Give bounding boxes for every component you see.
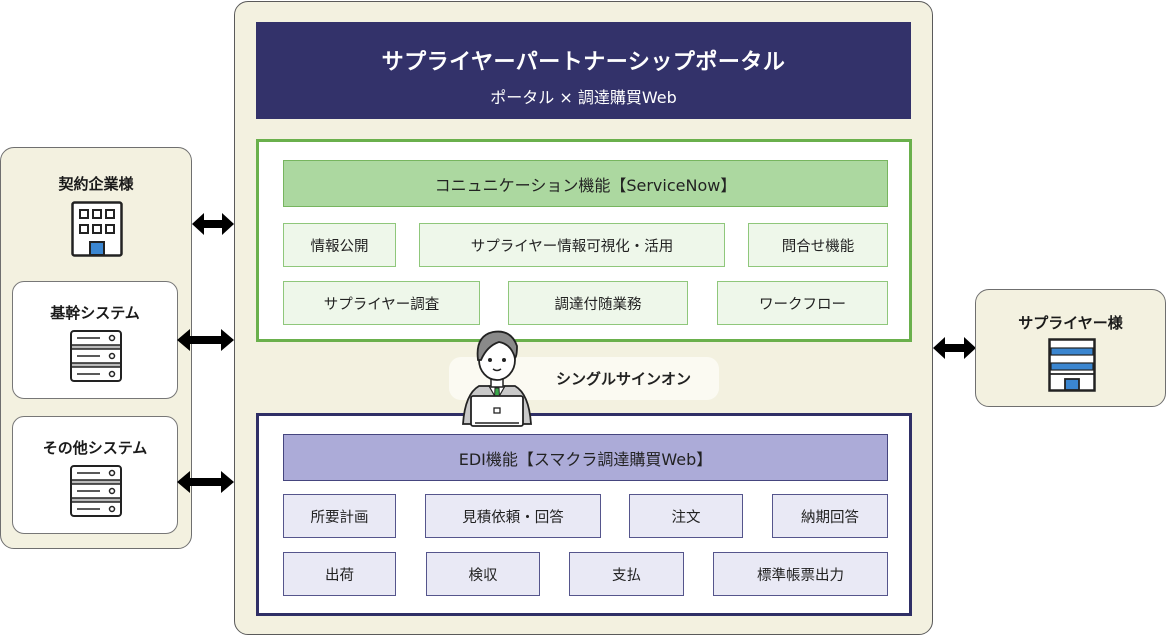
bidirectional-arrow-icon (192, 212, 234, 236)
contract-company-label: 契約企業様 (58, 175, 134, 193)
edi-title-bar: EDI機能【スマクラ調達購買Web】 (283, 434, 888, 481)
other-system-box: その他システム (12, 416, 178, 534)
function-box: サプライヤー情報可視化・活用 (419, 223, 725, 267)
function-box: 納期回答 (772, 494, 888, 538)
portal-panel: サプライヤーパートナーシップポータル ポータル × 調達購買Web コニュニケー… (234, 1, 933, 635)
function-box: 問合せ機能 (748, 223, 888, 267)
office-building-icon (71, 201, 123, 257)
person-with-laptop-icon (457, 326, 537, 430)
function-box: 検収 (426, 552, 540, 596)
contract-company-panel: 契約企業様 基幹システム (0, 147, 192, 549)
supplier-panel: サプライヤー様 (975, 289, 1166, 407)
function-box: 情報公開 (283, 223, 396, 267)
bidirectional-arrow-icon (177, 470, 234, 494)
function-box: 調達付随業務 (508, 281, 688, 325)
function-box: 標準帳票出力 (713, 552, 888, 596)
supplier-building-icon (1048, 338, 1096, 392)
portal-subtitle: ポータル × 調達購買Web (490, 88, 677, 107)
portal-header: サプライヤーパートナーシップポータル ポータル × 調達購買Web (256, 22, 911, 119)
core-system-label: 基幹システム (50, 304, 140, 322)
core-system-box: 基幹システム (12, 281, 178, 399)
function-box: 所要計画 (283, 494, 396, 538)
communication-title-bar: コニュニケーション機能【ServiceNow】 (283, 160, 888, 207)
function-box: ワークフロー (717, 281, 888, 325)
function-box: 出荷 (283, 552, 396, 596)
server-icon (70, 465, 122, 517)
bidirectional-arrow-icon (933, 336, 976, 360)
server-icon (70, 330, 122, 382)
function-box: 見積依頼・回答 (425, 494, 601, 538)
sso-text: シングルサインオン (555, 370, 691, 388)
function-box: サプライヤー調査 (283, 281, 480, 325)
bidirectional-arrow-icon (177, 328, 234, 352)
function-box: 注文 (629, 494, 743, 538)
supplier-label: サプライヤー様 (1018, 314, 1123, 332)
function-box: 支払 (569, 552, 684, 596)
communication-section: コニュニケーション機能【ServiceNow】 情報公開 サプライヤー情報可視化… (256, 139, 912, 342)
edi-section: EDI機能【スマクラ調達購買Web】 所要計画 見積依頼・回答 注文 納期回答 … (256, 413, 912, 616)
other-system-label: その他システム (42, 439, 148, 457)
portal-title: サプライヤーパートナーシップポータル (381, 50, 786, 75)
